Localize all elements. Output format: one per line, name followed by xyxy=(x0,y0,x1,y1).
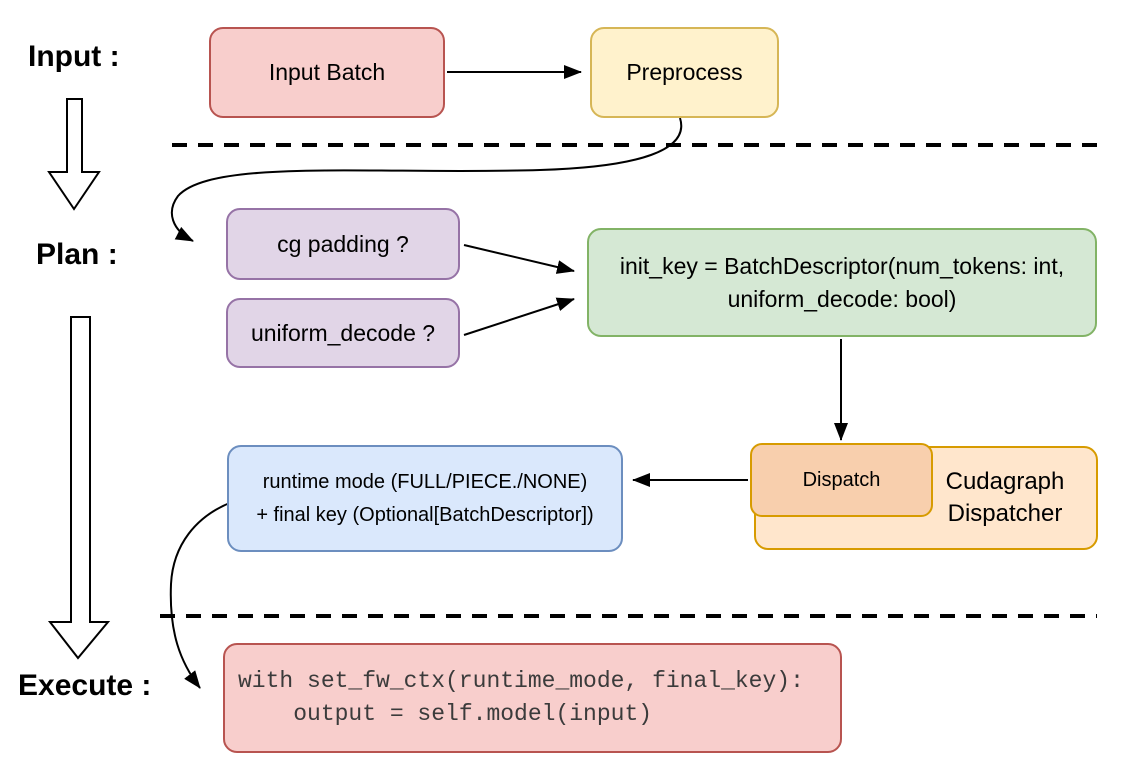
node-preprocess: Preprocess xyxy=(590,27,779,118)
node-cg-padding: cg padding ? xyxy=(226,208,460,280)
node-execute-code-line2: output = self.model(input) xyxy=(238,701,653,727)
node-uniform-decode: uniform_decode ? xyxy=(226,298,460,368)
edge-runtime-result-to-execute-code xyxy=(169,501,233,689)
node-cudagraph-dispatcher-line2: Dispatcher xyxy=(947,500,1063,527)
node-runtime-result: runtime mode (FULL/PIECE./NONE) + final … xyxy=(227,445,623,552)
node-cg-padding-label: cg padding ? xyxy=(277,230,409,257)
node-preprocess-label: Preprocess xyxy=(626,59,743,85)
node-input-batch: Input Batch xyxy=(209,27,445,118)
node-dispatch-label: Dispatch xyxy=(802,468,881,491)
node-init-key: init_key = BatchDescriptor(num_tokens: i… xyxy=(587,228,1097,337)
node-init-key-line2: uniform_decode: bool) xyxy=(727,285,957,312)
node-execute-code: with set_fw_ctx(runtime_mode, final_key)… xyxy=(223,643,842,753)
node-execute-code-line1: with set_fw_ctx(runtime_mode, final_key)… xyxy=(238,668,804,694)
node-dispatch: Dispatch xyxy=(750,443,933,517)
edge-uniform-decode-to-init-key xyxy=(463,297,575,336)
down-arrow-icon-plan-execute xyxy=(47,316,111,660)
edge-cg-padding-to-init-key xyxy=(463,244,575,274)
phase-label-input: Input : xyxy=(28,40,120,73)
node-cudagraph-dispatcher-label: Cudagraph Dispatcher xyxy=(920,466,1090,530)
down-arrow-icon-input-plan xyxy=(47,98,101,211)
edge-preprocess-to-cg-padding xyxy=(170,117,683,242)
node-input-batch-label: Input Batch xyxy=(268,59,386,85)
node-uniform-decode-label: uniform_decode ? xyxy=(250,319,436,346)
phase-label-execute: Execute : xyxy=(18,669,152,702)
node-cudagraph-dispatcher-line1: Cudagraph xyxy=(945,468,1065,495)
node-runtime-result-line2: + final key (Optional[BatchDescriptor]) xyxy=(256,503,594,526)
phase-label-plan: Plan : xyxy=(36,238,118,271)
node-runtime-result-line1: runtime mode (FULL/PIECE./NONE) xyxy=(262,470,588,493)
node-init-key-line1: init_key = BatchDescriptor(num_tokens: i… xyxy=(619,252,1065,279)
